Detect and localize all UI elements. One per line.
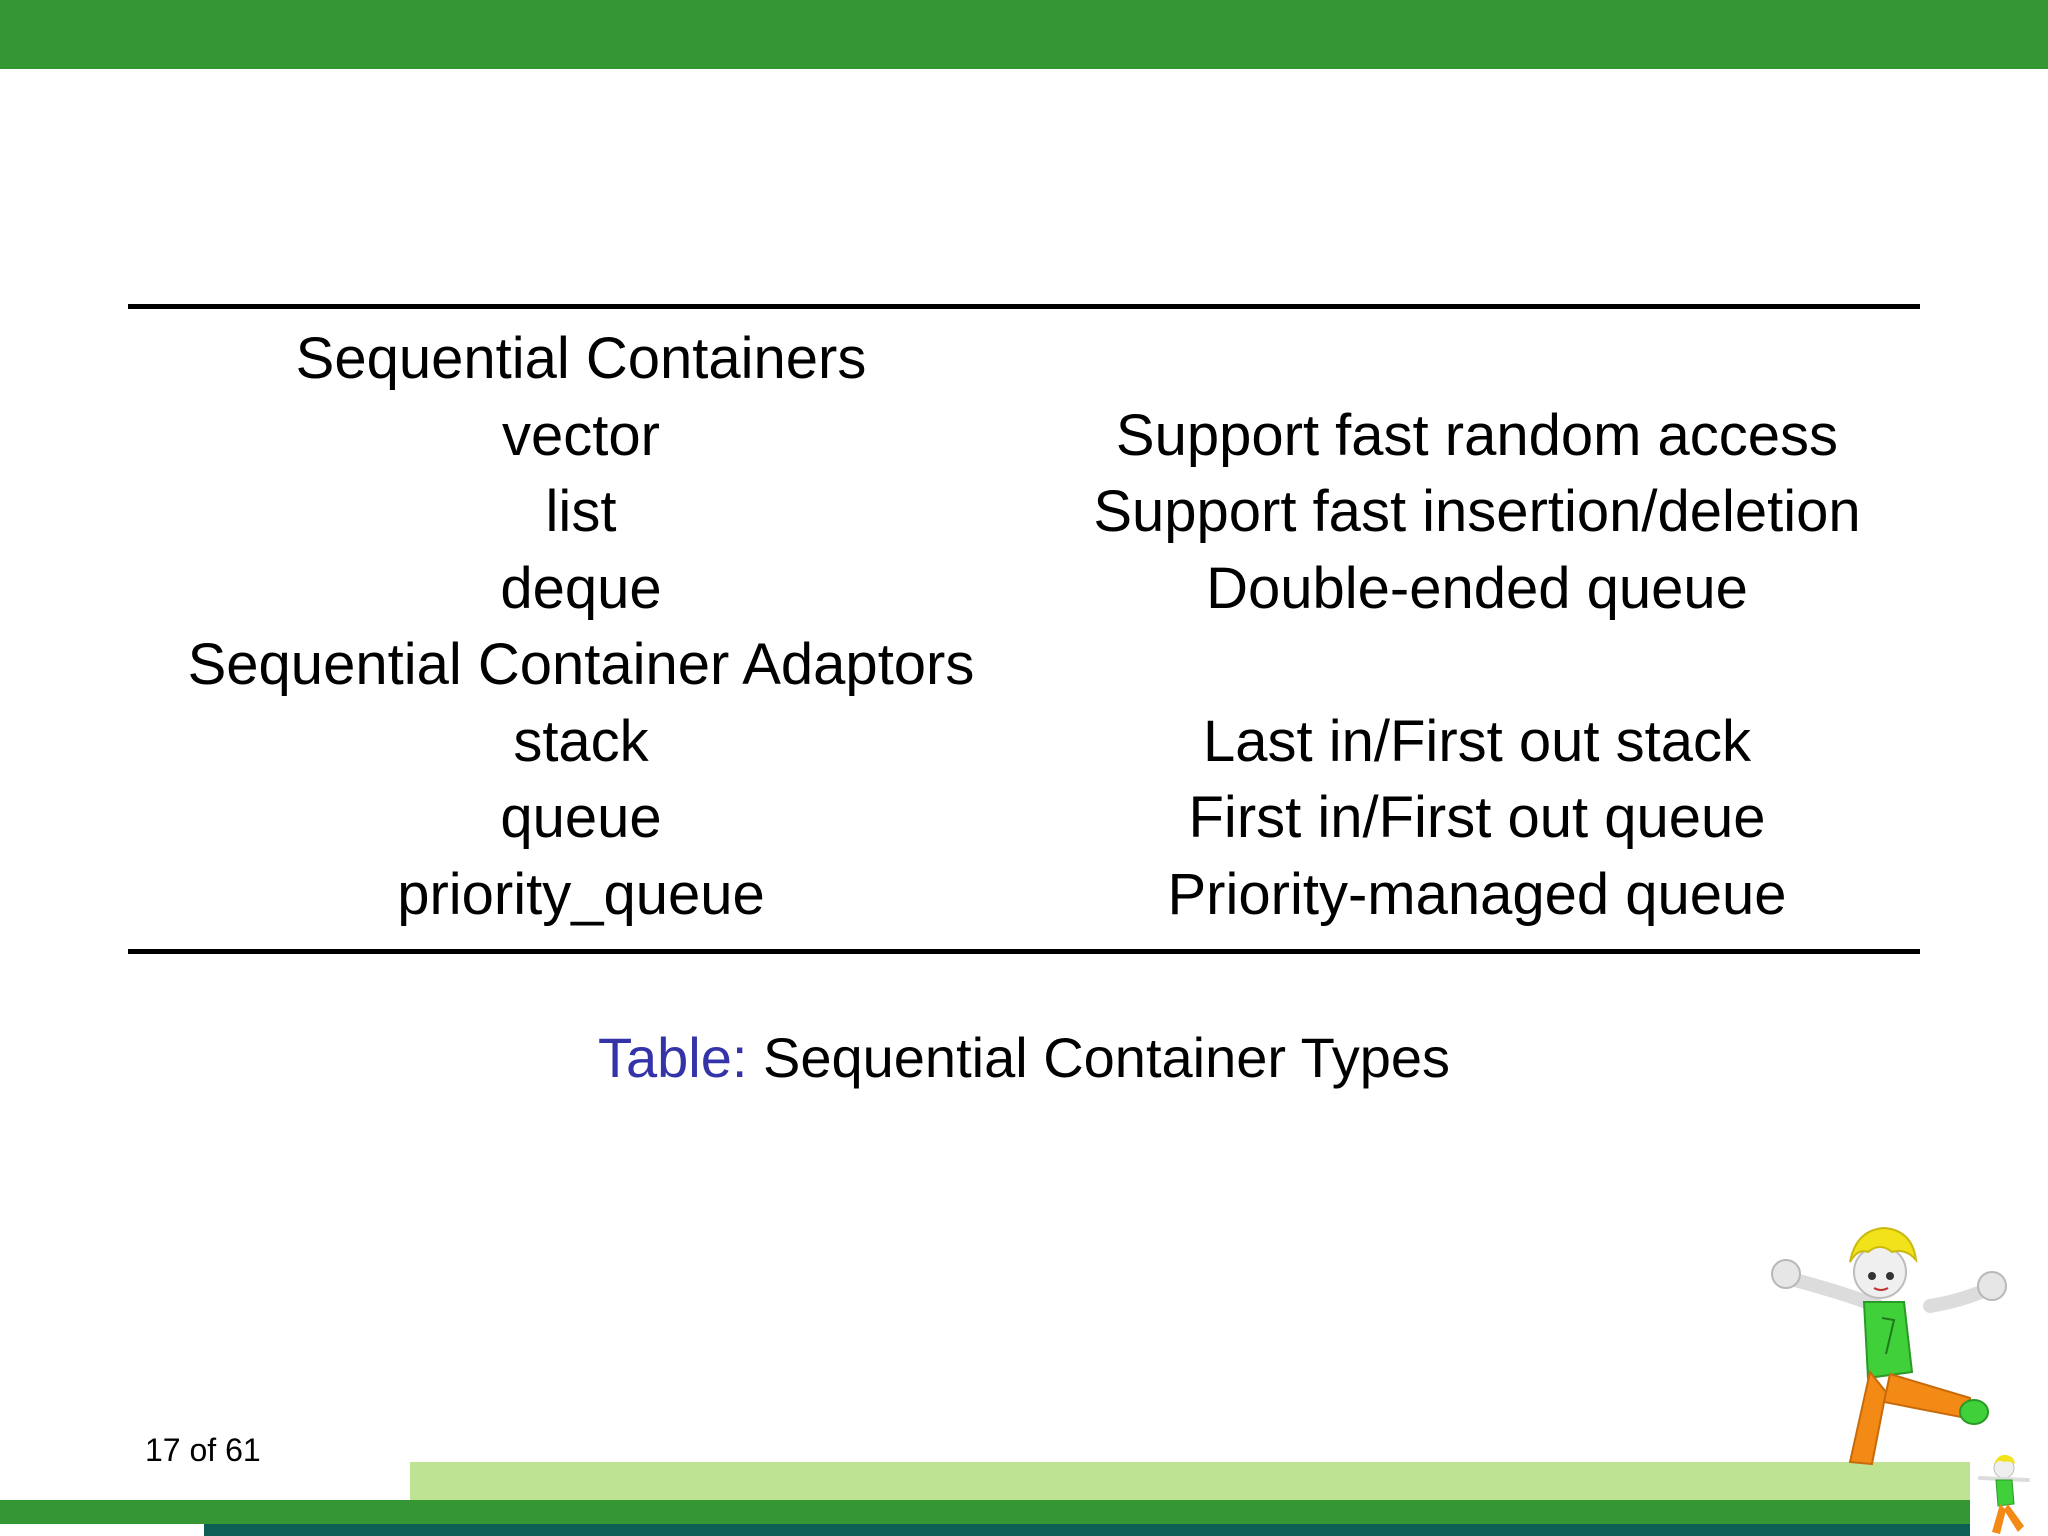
table-caption: Table: Sequential Container Types <box>0 1025 2048 1090</box>
table-top-rule <box>128 304 1920 309</box>
table-row: queue First in/First out queue <box>128 780 1920 857</box>
row-name: queue <box>500 785 662 851</box>
cartoon-boy-mascot-icon <box>1771 1226 2007 1466</box>
footer-green-bar <box>0 1500 1970 1524</box>
row-name: stack <box>513 708 649 774</box>
row-description: First in/First out queue <box>1188 785 1766 851</box>
row-name: priority_queue <box>397 861 765 927</box>
row-name: list <box>545 479 617 545</box>
table-row: vector Support fast random access <box>128 398 1920 475</box>
table-row: stack Last in/First out stack <box>128 704 1920 781</box>
row-name: vector <box>502 402 660 468</box>
row-name: deque <box>500 555 662 621</box>
container-table: Sequential Containers vector Support fas… <box>128 321 1920 933</box>
footer-light-bar <box>410 1462 1970 1500</box>
page-number: 17 of 61 <box>145 1432 261 1468</box>
row-description: Support fast random access <box>1115 402 1839 468</box>
table-bottom-rule <box>128 949 1920 954</box>
table-row: deque Double-ended queue <box>128 551 1920 628</box>
footer-dark-bar <box>204 1524 1970 1536</box>
row-description: Priority-managed queue <box>1167 861 1787 927</box>
table-row: Sequential Container Adaptors <box>128 627 1920 704</box>
table-row: priority_queue Priority-managed queue <box>128 857 1920 934</box>
table-row: Sequential Containers <box>128 321 1920 398</box>
row-description: Support fast insertion/deletion <box>1093 479 1861 545</box>
small-mascot-icon <box>1978 1454 2030 1534</box>
row-description: Double-ended queue <box>1206 555 1748 621</box>
caption-label: Table: <box>598 1026 748 1089</box>
caption-text: Sequential Container Types <box>763 1026 1450 1089</box>
row-name: Sequential Containers <box>295 326 867 392</box>
header-bar <box>0 0 2048 69</box>
table-row: list Support fast insertion/deletion <box>128 474 1920 551</box>
row-name: Sequential Container Adaptors <box>187 632 975 698</box>
row-description: Last in/First out stack <box>1203 708 1751 774</box>
